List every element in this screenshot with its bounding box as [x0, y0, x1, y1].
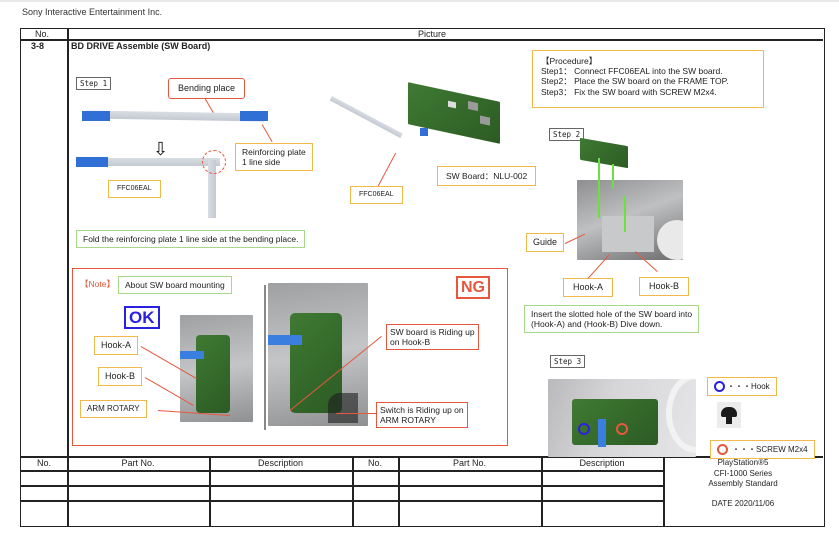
step2-instruction-line-1: Insert the slotted hole of the SW board … — [531, 309, 693, 319]
screw-circle-marker — [616, 423, 628, 435]
hook-a-callout: Hook-A — [563, 278, 614, 297]
ng-hook-b-callout: SW board is Riding up on Hook-B — [386, 324, 479, 351]
ffc-label-board: FFC06EAL — [350, 186, 403, 205]
header-no: No. — [35, 29, 50, 39]
ok-arm-rotary-callout: ARM ROTARY — [80, 400, 147, 418]
footer-date: DATE 2020/11/06 — [711, 498, 775, 508]
green-guide-line-1 — [598, 158, 600, 218]
reinforcing-line-1: Reinforcing plate — [242, 147, 306, 157]
ng-arm-rotary-pointer — [336, 413, 376, 415]
section-number: 3-8 — [31, 41, 45, 51]
ng-arm-line-2: ARM ROTARY — [380, 415, 436, 426]
screw-legend-text: ・・・SCREW M2x4 — [732, 444, 808, 454]
company-name: Sony Interactive Entertainment Inc. — [22, 7, 163, 17]
hook-circle-marker — [578, 423, 590, 435]
down-arrow-icon: ⇩ — [153, 139, 169, 159]
parts-col-line — [209, 456, 211, 526]
header-divider — [21, 39, 823, 41]
ng-hook-b-line-1: SW board is Riding up — [390, 327, 475, 337]
guide-callout: Guide — [526, 233, 565, 252]
procedure-step-3: Step3： Fix the SW board with SCREW M2x4. — [541, 86, 717, 97]
step3-label: Step 3 — [550, 355, 586, 368]
parts-header-description-2: Description — [579, 458, 625, 468]
bending-place-callout: Bending place — [168, 78, 246, 99]
ok-badge: OK — [124, 306, 160, 329]
header-picture: Picture — [418, 29, 447, 39]
step2-label: Step 2 — [549, 128, 585, 141]
parts-row-line — [21, 470, 663, 472]
footer-standard: Assembly Standard — [708, 479, 778, 488]
board-ffc-connector — [420, 128, 428, 136]
hook-b-callout: Hook-B — [639, 277, 690, 296]
step2-drive-photo — [577, 180, 683, 260]
ffc-folded-leg — [208, 160, 216, 218]
parts-table-top — [21, 456, 823, 458]
red-circle-icon — [717, 444, 728, 455]
parts-col-line — [67, 456, 69, 526]
screw-legend: ・・・SCREW M2x4 — [710, 440, 815, 459]
ng-arm-line-1: Switch is Riding up on — [380, 405, 464, 415]
parts-row-line — [21, 500, 663, 502]
fold-highlight-circle — [202, 150, 226, 174]
note-frame — [72, 268, 508, 446]
screw-image — [717, 402, 741, 428]
step2-instruction-line-2: (Hook-A) and (Hook-B) Dive down. — [531, 319, 663, 330]
ng-hook-b-line-2: on Hook-B — [390, 337, 431, 348]
ok-ng-separator — [264, 285, 266, 430]
ok-photo — [180, 315, 253, 422]
footer-info: PlayStation®5 CFI-1000 Series Assembly S… — [663, 458, 823, 509]
reinforcing-line-2: 1 line side — [242, 157, 281, 168]
parts-header-no: No. — [36, 458, 51, 468]
section-title: BD DRIVE Assemble (SW Board) — [71, 41, 211, 51]
parts-header-description: Description — [257, 458, 304, 468]
hook-legend-text: ・・・Hook — [727, 381, 770, 391]
note-tag: 【Note】 — [80, 279, 115, 289]
ok-hook-a-callout: Hook-A — [94, 336, 139, 355]
reinforcing-plate-callout: Reinforcing plate 1 line side — [235, 143, 313, 172]
blue-circle-icon — [714, 381, 725, 392]
ffc-label-step1: FFC06EAL — [108, 180, 161, 199]
ffc-connector-left — [82, 111, 110, 121]
parts-col-line — [663, 456, 665, 526]
ng-photo — [268, 283, 368, 426]
parts-col-line — [541, 456, 543, 526]
green-guide-line-3 — [624, 196, 626, 232]
step3-photo — [548, 379, 696, 457]
procedure-step-1: Step1： Connect FFC06EAL into the SW boar… — [541, 66, 723, 77]
note-title: About SW board mounting — [118, 276, 232, 295]
ok-hook-b-callout: Hook-B — [98, 367, 143, 386]
green-guide-line-2 — [612, 164, 614, 188]
ffc-connector-right — [240, 111, 268, 121]
footer-product: PlayStation®5 — [717, 458, 769, 467]
sw-board-label: SW Board：NLU-002 — [437, 166, 537, 187]
parts-col-line — [352, 456, 354, 526]
procedure-box: 【Procedure】 Step1： Connect FFC06EAL into… — [532, 50, 764, 108]
ng-badge: NG — [456, 276, 490, 299]
footer-series: CFI-1000 Series — [713, 468, 773, 478]
parts-header-no-2: No. — [367, 458, 382, 468]
parts-header-part-no: Part No. — [121, 458, 155, 468]
step2-instruction: Insert the slotted hole of the SW board … — [524, 305, 700, 334]
parts-col-line — [398, 456, 400, 526]
top-bar — [0, 0, 839, 2]
no-column-divider — [67, 29, 69, 456]
parts-header-part-no-2: Part No. — [452, 458, 486, 468]
procedure-title: 【Procedure】 — [541, 56, 598, 66]
parts-row-line — [21, 485, 663, 487]
document-frame: No. Picture 3-8 BD DRIVE Assemble (SW Bo… — [20, 28, 825, 527]
ng-arm-rotary-callout: Switch is Riding up on ARM ROTARY — [376, 402, 468, 429]
ffc-connector-folded — [76, 157, 108, 167]
step1-instruction: Fold the reinforcing plate 1 line side a… — [76, 230, 306, 249]
hook-legend: ・・・Hook — [707, 377, 777, 396]
procedure-step-2: Step2： Place the SW board on the FRAME T… — [541, 76, 729, 87]
step1-label: Step 1 — [76, 77, 112, 90]
ffc-cable-folded — [80, 158, 220, 166]
